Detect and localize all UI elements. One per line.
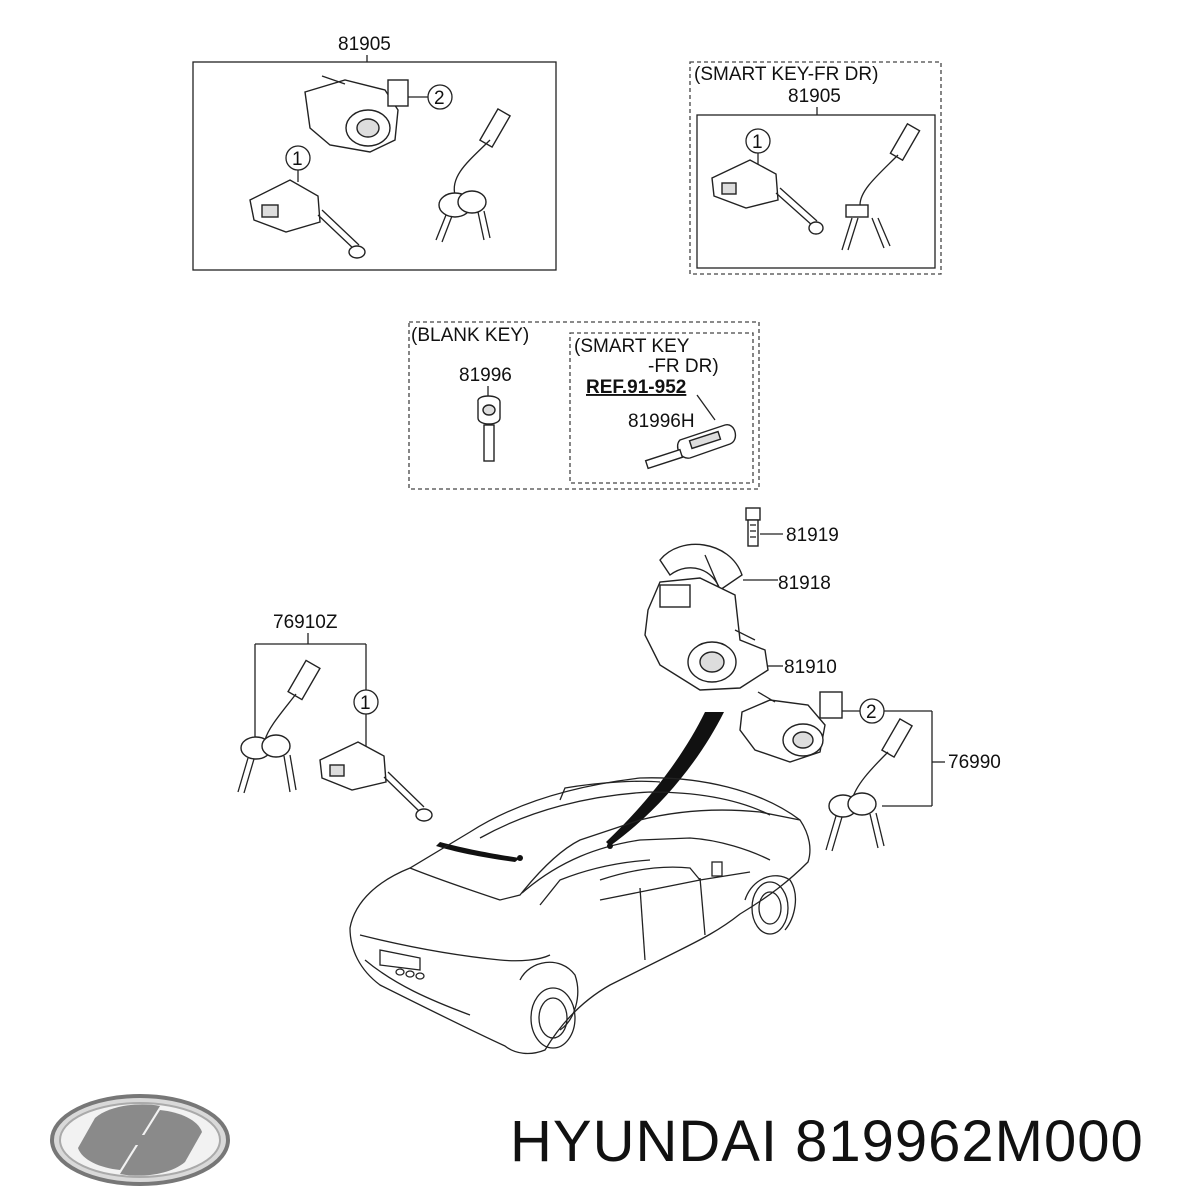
callout-number-2: 2 [434,88,445,109]
group-frame-dashed [408,321,760,490]
left-lock-set-group: 76910Z 1 [237,612,433,822]
group-title-smart-key: (SMART KEY [574,336,690,357]
part-label-81918: 81918 [778,573,831,594]
ignition-switch-part [644,577,769,691]
key-pair-part [841,122,921,251]
part-label-81996H: 81996H [628,411,695,432]
key-pair-part [237,659,321,794]
ignition-lock-part [304,75,409,153]
blank-key-part [477,395,501,462]
part-label-81919: 81919 [786,525,839,546]
bolt-part [745,507,761,547]
group-title-blank-key: (BLANK KEY) [411,325,529,346]
callout-number-2: 2 [866,702,877,723]
pointer-arrow-center [606,712,724,846]
steering-shroud-part [659,543,743,592]
callout-number-1: 1 [292,149,303,170]
group-frame-dashed [569,332,754,484]
ignition-lock-part [739,691,843,763]
lock-set-group-top-left: 81905 2 1 [192,34,557,271]
group-title-smart-key-line2: -FR DR) [648,356,719,377]
group-frame-inner [696,114,936,269]
door-lock-cylinder-part: 1 [711,128,824,235]
part-label-76990: 76990 [948,752,1001,773]
ignition-assembly-group: 81919 81918 81910 2 76990 [644,507,1001,852]
brand-part-number: HYUNDAI 819962M000 [510,1109,1144,1174]
smart-key-group: (SMART KEY -FR DR) REF.91-952 81996H [569,332,754,484]
blank-key-group: (BLANK KEY) 81996 [408,321,760,490]
pointer-arrow-left [436,842,520,862]
key-pair-part [825,717,914,852]
smart-key-fob-part [644,424,737,470]
part-label-76910Z: 76910Z [273,612,338,633]
door-lock-cylinder-part [319,741,433,822]
callout-number-1: 1 [360,693,371,714]
door-lock-cylinder-part: 1 [249,145,366,259]
group-frame-dashed [689,61,942,275]
part-label-81905: 81905 [338,34,391,55]
group-frame [192,61,557,271]
car-illustration [349,777,811,1055]
group-title-smart-key-fr-dr: (SMART KEY-FR DR) [694,64,878,85]
callout-number-1: 1 [752,132,763,153]
part-label-81905-smart: 81905 [788,86,841,107]
smart-key-fr-dr-group: (SMART KEY-FR DR) 81905 1 [689,61,942,275]
part-label-81910: 81910 [784,657,837,678]
key-pair-part [435,107,512,243]
hyundai-logo [50,1094,230,1186]
part-label-81996: 81996 [459,365,512,386]
reference-label: REF.91-952 [586,377,686,398]
